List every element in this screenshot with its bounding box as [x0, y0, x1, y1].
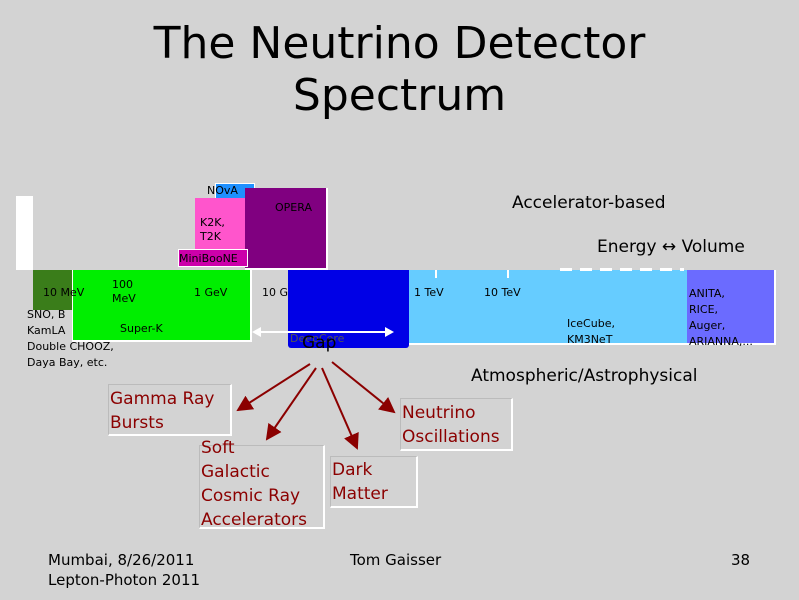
gap-label: Gap — [302, 333, 337, 353]
nova-label: NOvA — [207, 184, 238, 197]
footer-page: 38 — [731, 551, 751, 569]
icecube-block — [405, 270, 690, 345]
k2k-label: K2K, T2K — [200, 216, 225, 243]
soft-label: Soft Galactic Cosmic Ray Accelerators — [201, 438, 307, 530]
reactor-label: SNO, B KamLA Double CHOOZ, Daya Bay, etc… — [27, 308, 114, 369]
accelerator-label: Accelerator-based — [512, 193, 666, 213]
white-bar — [16, 196, 33, 270]
icecube-label: IceCube, KM3NeT — [567, 317, 615, 346]
reactor-block — [33, 270, 75, 310]
footer-author: Tom Gaisser — [350, 551, 442, 569]
energy-volume-label: Energy ↔ Volume — [597, 237, 745, 257]
dm-label: Dark Matter — [332, 460, 388, 504]
tick-label-1tev: 1 TeV — [414, 286, 444, 299]
osc-label: Neutrino Oscillations — [402, 403, 500, 447]
opera-block — [245, 188, 328, 270]
tick-label-10tev: 10 TeV — [484, 286, 521, 299]
soft-box — [199, 445, 325, 529]
opera-label: OPERA — [275, 201, 312, 214]
dm-box — [330, 456, 418, 508]
atmo-label: Atmospheric/Astrophysical — [471, 366, 698, 386]
tick-label-10gev: 10 G — [262, 286, 289, 299]
miniboone-label: MiniBooNE — [179, 252, 238, 265]
miniboone-block — [178, 249, 248, 267]
scale-tick — [507, 270, 509, 278]
superk-block — [72, 270, 252, 342]
gap-double-arrow — [252, 327, 394, 337]
grb-label: Gamma Ray Bursts — [110, 389, 215, 433]
tick-label-10mev: 10 MeV — [43, 286, 85, 299]
grb-box — [108, 384, 232, 436]
footer-venue: Mumbai, 8/26/2011 Lepton-Photon 2011 — [48, 551, 201, 589]
deepcore-block — [288, 270, 409, 348]
osc-box — [400, 398, 513, 451]
superk-label: Super-K — [120, 322, 163, 335]
scale-dashes — [560, 268, 684, 271]
tick-label-1gev: 1 GeV — [194, 286, 228, 299]
anita-label: ANITA, RICE, Auger, ARIANNA,... — [689, 287, 753, 348]
tick-label-100mev: 100 MeV — [112, 278, 136, 305]
scale-tick — [435, 270, 437, 278]
slide-title: The Neutrino Detector Spectrum — [153, 18, 646, 121]
deepcore-label: DeepCore — [290, 332, 345, 345]
anita-block — [687, 270, 776, 345]
